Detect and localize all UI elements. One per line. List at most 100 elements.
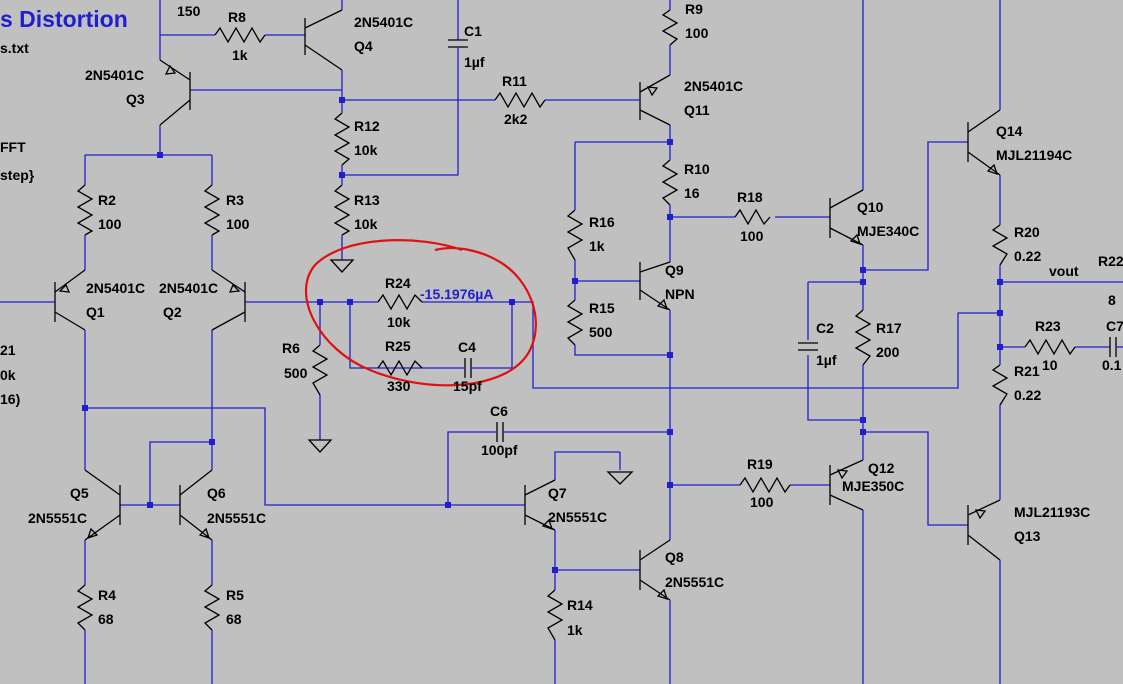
capacitor-c2[interactable] (798, 342, 818, 351)
resistor-r11[interactable] (494, 91, 546, 109)
r6-value: 500 (284, 365, 308, 381)
resistor-r19[interactable] (739, 476, 791, 494)
r25-value: 330 (387, 378, 411, 394)
c1-name: C1 (464, 23, 482, 39)
transistor-q1[interactable] (54, 269, 86, 331)
r23-name: R23 (1035, 318, 1061, 334)
r18-name: R18 (737, 189, 763, 205)
window-subtitle: s.txt (0, 40, 29, 56)
resistor-r12[interactable] (333, 112, 351, 166)
resistor-r21[interactable] (991, 364, 1009, 406)
capacitor-c4[interactable] (448, 358, 485, 378)
capacitor-c1[interactable] (448, 39, 468, 55)
junctions (82, 97, 1003, 573)
transistor-q2[interactable] (211, 269, 246, 331)
q1-model: 2N5401C (86, 280, 145, 296)
c2-value: 1µf (816, 352, 837, 368)
transistor-q7[interactable] (524, 479, 556, 531)
r17-value: 200 (876, 344, 900, 360)
r6-name: R6 (282, 340, 300, 356)
r10-value: 16 (684, 185, 700, 201)
r5-value: 68 (226, 611, 242, 627)
q3-model: 2N5401C (85, 67, 144, 83)
transistor-q12[interactable] (829, 459, 864, 511)
q6-name: Q6 (207, 485, 226, 501)
transistor-q11[interactable] (610, 74, 671, 126)
grounds (307, 259, 634, 485)
resistor-r2[interactable] (76, 184, 94, 236)
q5-model: 2N5551C (28, 510, 87, 526)
resistor-r25[interactable] (377, 359, 423, 377)
resistor-r6[interactable] (311, 344, 329, 396)
q8-name: Q8 (665, 549, 684, 565)
r16-value: 1k (589, 238, 605, 254)
transistor-q14[interactable] (967, 109, 1001, 176)
resistor-r20[interactable] (991, 224, 1009, 266)
r17-name: R17 (876, 320, 902, 336)
transistor-q3[interactable] (159, 59, 191, 126)
capacitor-c6[interactable] (492, 422, 512, 442)
transistors (54, 9, 1001, 601)
r22-name: R22 (1098, 253, 1123, 269)
transistor-q5[interactable] (84, 469, 121, 541)
resistor-r3[interactable] (203, 184, 221, 236)
r20-name: R20 (1014, 224, 1040, 240)
transistor-q6[interactable] (179, 469, 213, 541)
q12-name: Q12 (868, 460, 895, 476)
q4-name: Q4 (354, 38, 373, 54)
q7-model: 2N5551C (548, 509, 607, 525)
q14-name: Q14 (996, 123, 1023, 139)
c7-name: C7 (1106, 318, 1123, 334)
window-title: s Distortion (0, 6, 128, 32)
r8-value: 1k (232, 47, 248, 63)
resistor-r14[interactable] (546, 589, 564, 641)
capacitor-c7[interactable] (1109, 337, 1123, 357)
transistor-q13[interactable] (967, 499, 1001, 561)
q11-name: Q11 (684, 102, 710, 118)
resistor-r8[interactable] (214, 26, 266, 44)
resistor-r24[interactable] (377, 293, 423, 311)
r19-value: 100 (750, 494, 774, 510)
q2-name: Q2 (163, 304, 182, 320)
red-annotation-circle (304, 239, 537, 387)
left-fragment-3: 21 (0, 342, 16, 358)
left-fragment-4: 0k (0, 367, 16, 383)
resistor-r4[interactable] (76, 584, 94, 631)
q4-model: 2N5401C (354, 14, 413, 30)
r21-name: R21 (1014, 363, 1040, 379)
resistor-r10[interactable] (661, 159, 679, 206)
resistor-r23[interactable] (1024, 338, 1076, 356)
transistor-q10[interactable] (829, 189, 864, 246)
transistor-q4[interactable] (304, 9, 343, 71)
q5-name: Q5 (70, 485, 89, 501)
c7-value: 0.1 (1102, 357, 1122, 373)
c4-name: C4 (458, 339, 476, 355)
r7-value: 150 (177, 3, 201, 19)
r20-value: 0.22 (1014, 248, 1041, 264)
transistor-q9[interactable] (639, 261, 671, 311)
c4-value: 15pf (453, 378, 482, 394)
resistor-r16[interactable] (566, 209, 584, 261)
r18-value: 100 (740, 228, 764, 244)
r24-name: R24 (385, 275, 411, 291)
r9-name: R9 (685, 1, 703, 17)
transistor-q8[interactable] (639, 539, 671, 601)
r2-value: 100 (98, 216, 122, 232)
left-fragment-1: FFT (0, 139, 26, 155)
resistor-r9[interactable] (661, 9, 679, 46)
c6-value: 100pf (481, 442, 518, 458)
r4-name: R4 (98, 587, 116, 603)
r15-value: 500 (589, 324, 613, 340)
resistor-r15[interactable] (566, 299, 584, 346)
resistor-r5[interactable] (203, 584, 221, 631)
r12-name: R12 (354, 118, 380, 134)
q1-name: Q1 (86, 304, 105, 320)
r16-name: R16 (589, 214, 615, 230)
r11-name: R11 (502, 73, 527, 89)
r14-name: R14 (567, 597, 593, 613)
resistor-r13[interactable] (333, 184, 351, 236)
resistor-r18[interactable] (734, 208, 771, 226)
resistor-r17[interactable] (854, 309, 872, 366)
r14-value: 1k (567, 622, 583, 638)
